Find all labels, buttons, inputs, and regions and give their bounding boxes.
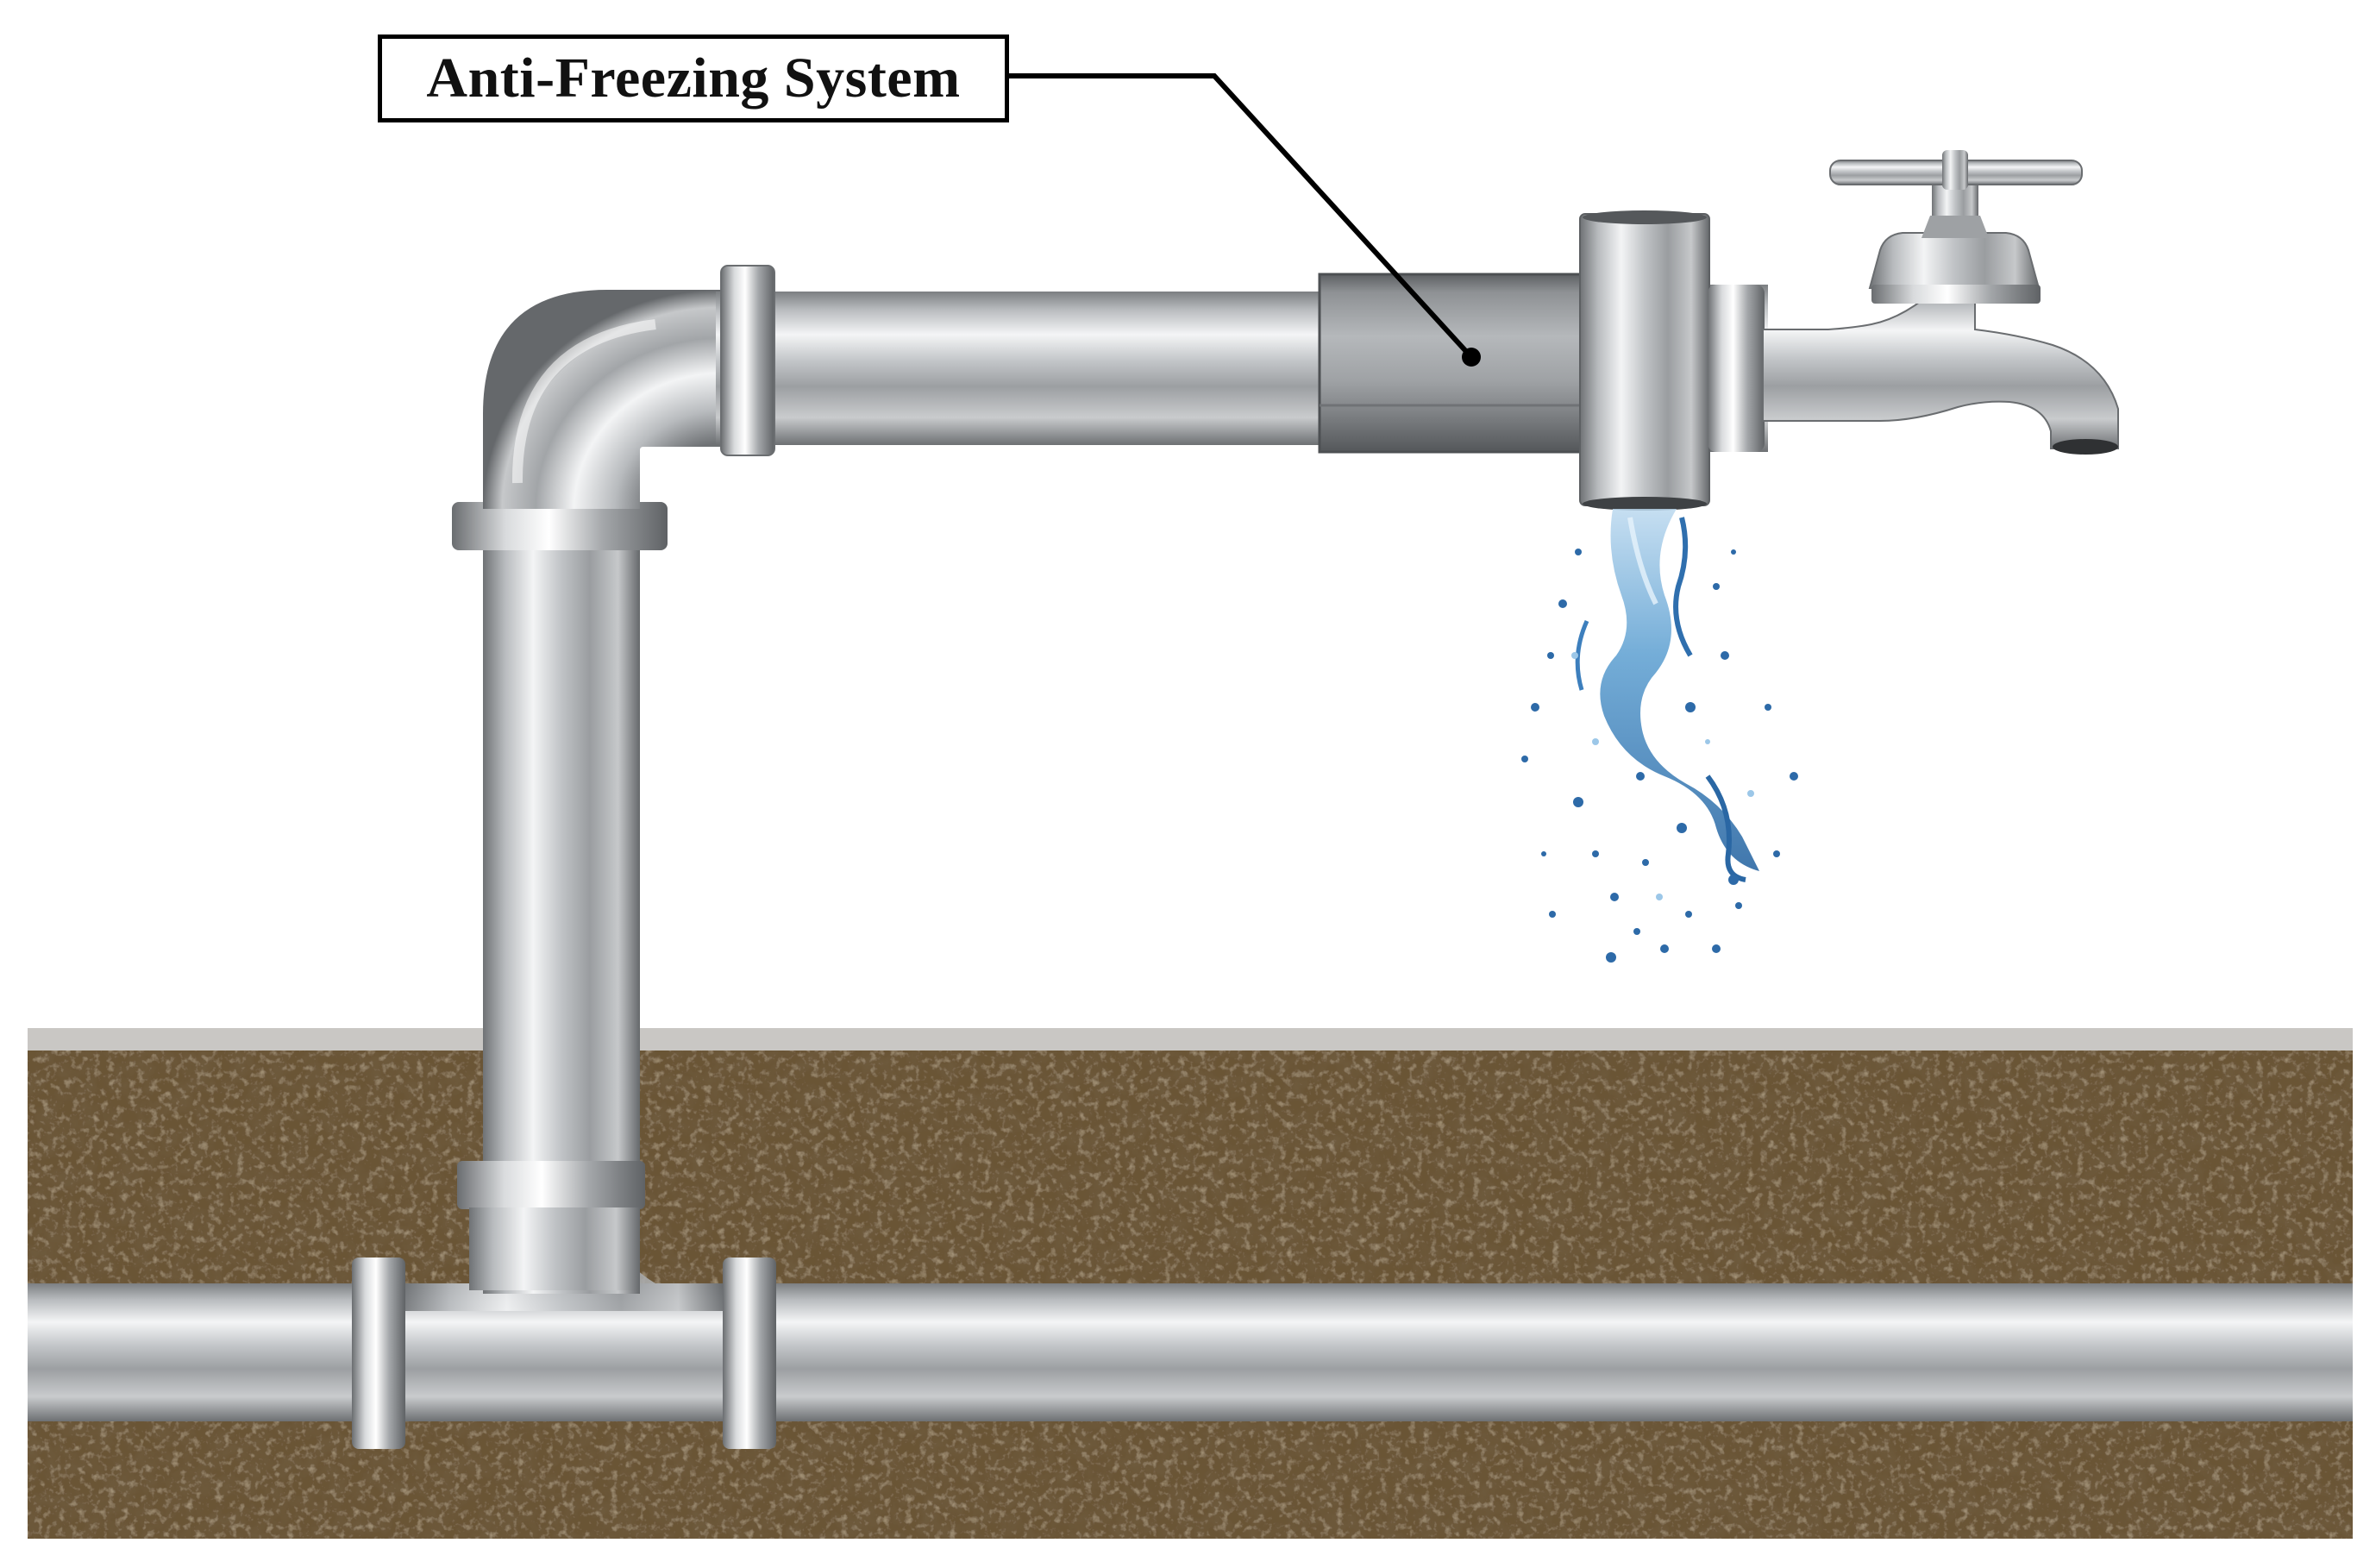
riser-lower-collar (457, 1161, 645, 1209)
elbow-fitting (483, 290, 723, 509)
main-pipe-flange-right (723, 1258, 776, 1449)
upper-pipe-flange (721, 266, 774, 455)
riser-pipe (452, 502, 668, 1294)
anti-freezing-system-label: Anti-Freezing System (378, 34, 1009, 122)
riser-upper-flange (452, 502, 668, 550)
faucet-spout-opening (2053, 439, 2118, 455)
tee-bottom-outlet (1583, 497, 1707, 511)
water-splash (1521, 509, 1798, 963)
main-pipe-flange-left (352, 1258, 405, 1449)
ground-surface-strip (28, 1028, 2353, 1052)
tee-vertical-body (1580, 214, 1709, 505)
anti-freezing-system-label-text: Anti-Freezing System (426, 47, 961, 110)
tee-fitting (1579, 210, 1768, 511)
callout-leader (1009, 73, 1481, 367)
faucet (1762, 150, 2119, 455)
main-pipe (28, 1249, 2353, 1449)
upper-pipe (716, 265, 1328, 456)
tee-side-collar (1708, 285, 1765, 452)
callout-leader-dot (1462, 348, 1481, 367)
tee-top-opening (1583, 210, 1707, 224)
anti-freezing-device (1318, 273, 1606, 454)
